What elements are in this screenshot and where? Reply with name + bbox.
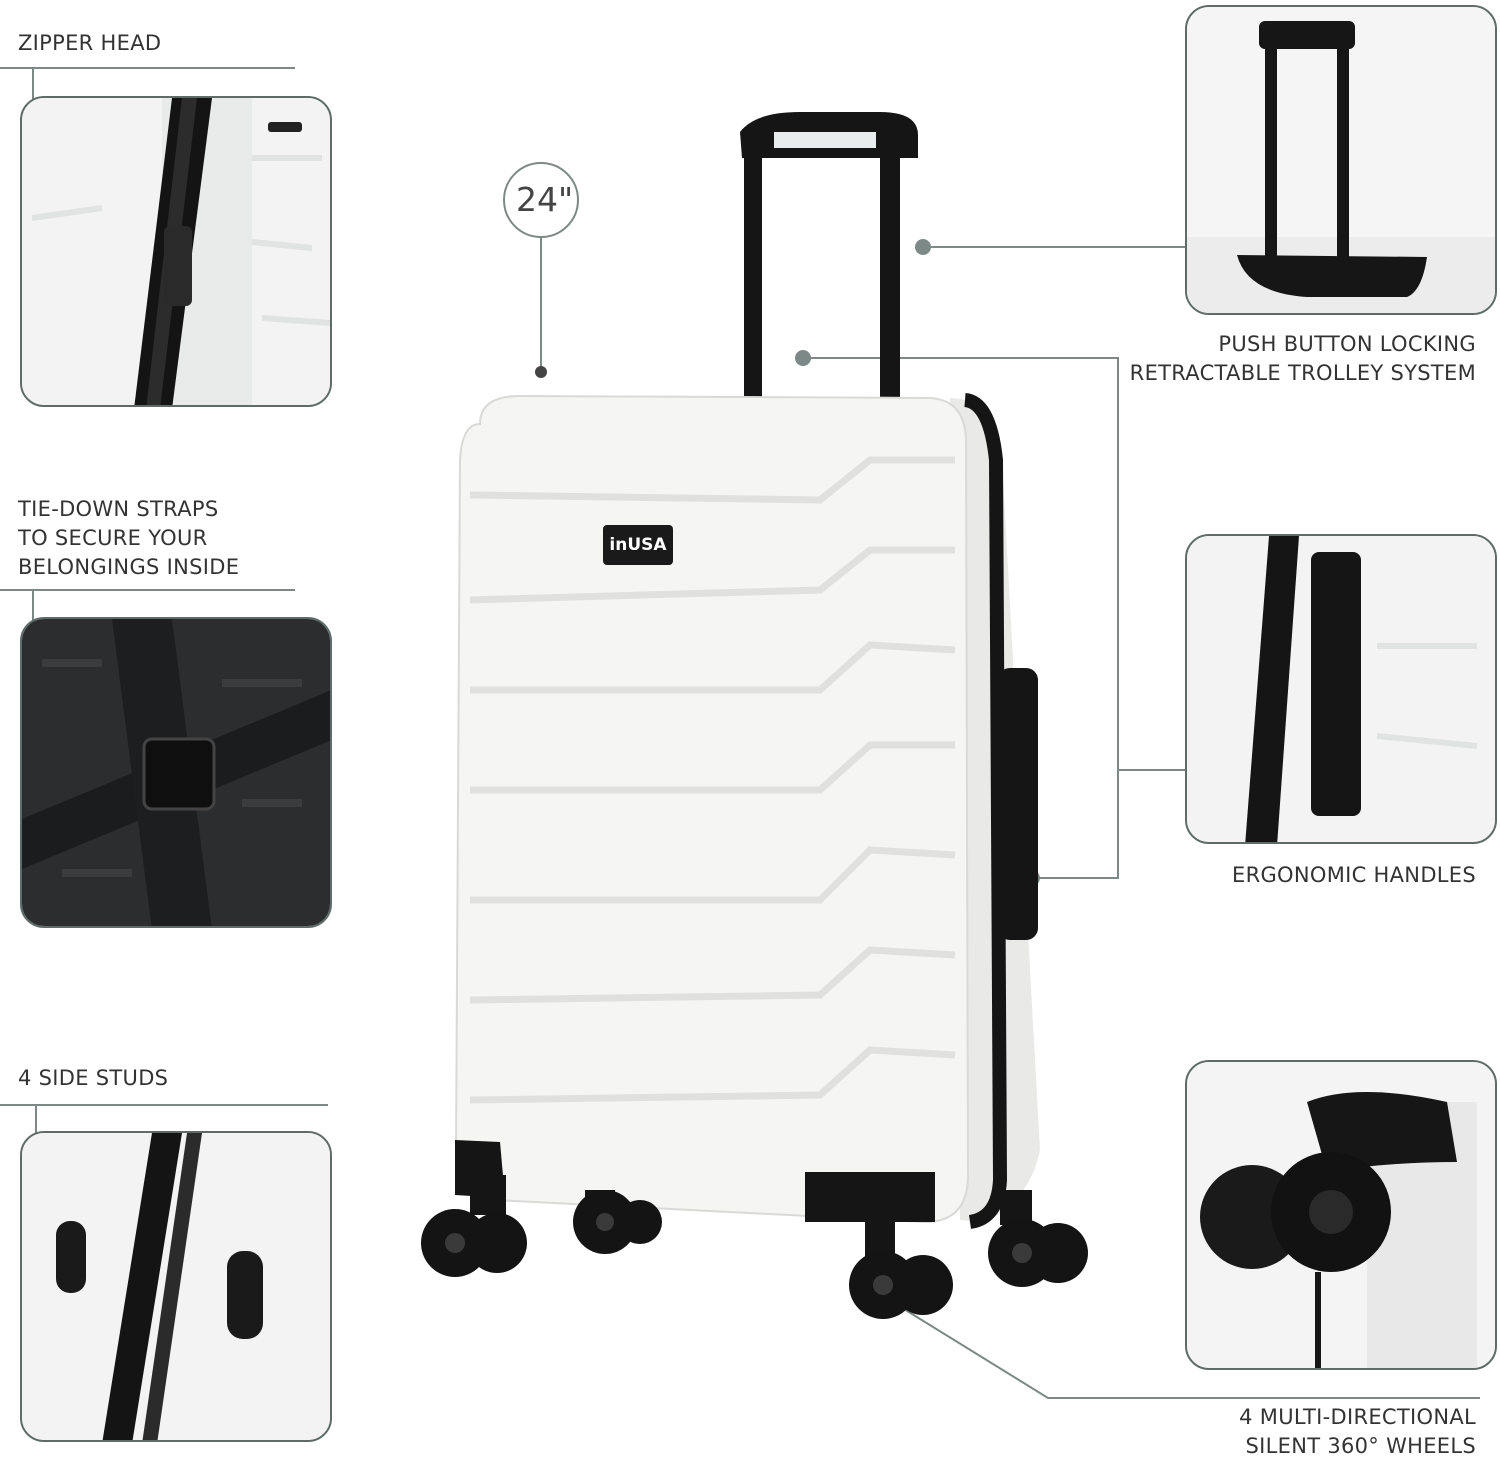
side-studs-closeup (20, 1131, 332, 1442)
label-trolley-system: PUSH BUTTON LOCKING RETRACTABLE TROLLEY … (1129, 332, 1476, 385)
ergonomic-handles-closeup (1185, 534, 1497, 844)
trolley-closeup (1185, 5, 1497, 315)
label-zipper-head: ZIPPER HEAD (18, 31, 162, 55)
zipper-head-closeup (20, 96, 332, 407)
size-badge: 24" (516, 180, 574, 219)
tie-down-straps-closeup (20, 617, 332, 928)
wheels-closeup (1185, 1060, 1497, 1370)
label-tie-down-straps: TIE-DOWN STRAPS TO SECURE YOUR BELONGING… (18, 497, 240, 579)
label-ergonomic-handles: ERGONOMIC HANDLES (1232, 863, 1476, 887)
label-side-studs: 4 SIDE STUDS (18, 1066, 169, 1090)
label-wheels: 4 MULTI-DIRECTIONAL SILENT 360° WHEELS (1239, 1405, 1476, 1457)
brand-logo: inUSA (609, 535, 667, 555)
handle-logo: inUSA (863, 218, 876, 255)
